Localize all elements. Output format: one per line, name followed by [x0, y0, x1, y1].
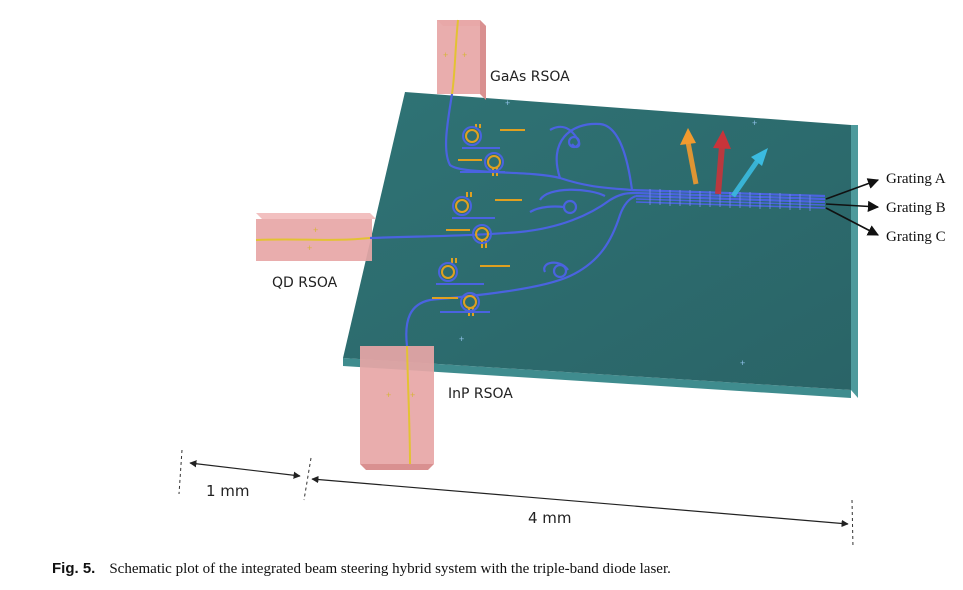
grating-c-label: Grating C [886, 229, 946, 245]
scale-bars: 1 mm 4 mm [178, 449, 854, 549]
inp-rsoa-block: + + [360, 345, 434, 470]
figure-number: Fig. 5. [52, 560, 96, 577]
beam-cyan-arrow [730, 148, 768, 198]
svg-text:+: + [443, 50, 448, 60]
waveguide-qd [369, 191, 635, 240]
svg-text:+: + [313, 225, 318, 235]
grating-a-arrow [825, 178, 880, 200]
svg-text:+: + [740, 358, 745, 368]
grating-region [649, 189, 811, 211]
figure-caption: Fig. 5. Schematic plot of the integrated … [52, 560, 671, 578]
grating-c-arrow [825, 207, 879, 236]
grating-a-label: Grating A [886, 171, 946, 187]
chip-right-edge [851, 125, 858, 398]
svg-text:+: + [505, 98, 510, 108]
grating-b-arrow [825, 200, 880, 213]
beam-red-arrow [713, 130, 731, 195]
beam-orange-arrow [680, 128, 699, 185]
caption-text: Schematic plot of the integrated beam st… [109, 561, 671, 577]
svg-text:+: + [462, 50, 467, 60]
scale-label-1mm: 1 mm [206, 482, 250, 500]
qd-rsoa-label: QD RSOA [272, 275, 338, 291]
chip-top-surface [343, 92, 851, 390]
chip-side-edge [343, 358, 851, 398]
emitted-beams [680, 128, 768, 198]
ring-resonators [432, 124, 525, 316]
svg-text:+: + [752, 118, 757, 128]
gaas-rsoa-label: GaAs RSOA [490, 69, 570, 85]
grating-b-label: Grating B [886, 200, 946, 216]
scale-bar-4mm [311, 475, 849, 528]
scale-label-4mm: 4 mm [528, 509, 572, 527]
svg-text:+: + [459, 334, 464, 344]
qd-rsoa-block: + + [255, 213, 376, 261]
grating-output-arrows [825, 178, 880, 236]
scale-bar-1mm [189, 460, 301, 479]
svg-text:+: + [410, 390, 415, 400]
svg-text:+: + [307, 243, 312, 253]
inp-rsoa-label: InP RSOA [448, 386, 513, 402]
gaas-rsoa-block: + + [437, 19, 486, 100]
svg-text:+: + [386, 390, 391, 400]
waveguide-inp [405, 194, 637, 347]
